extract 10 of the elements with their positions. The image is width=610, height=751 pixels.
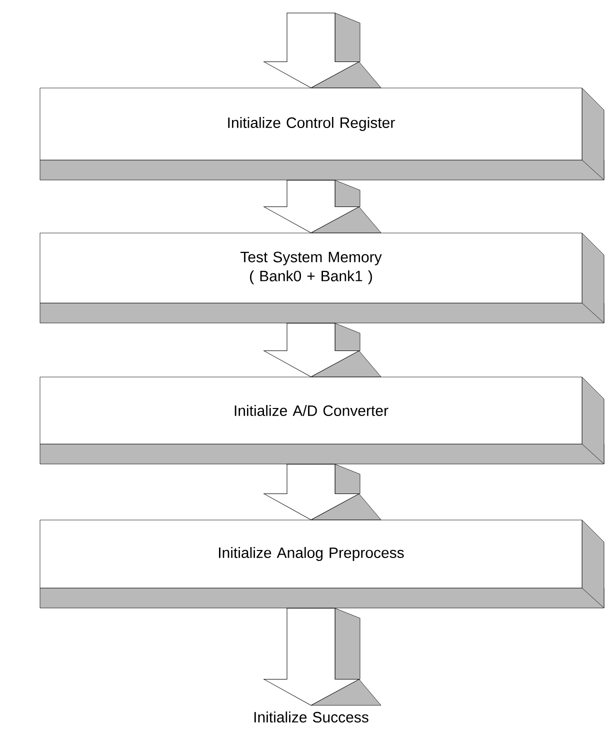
process-box: Initialize Control Register	[40, 88, 604, 180]
block-arrow	[264, 464, 360, 520]
block-arrow	[264, 12, 360, 88]
process-box: Test System Memory ( Bank0 + Bank1 )	[40, 232, 604, 324]
block-arrow	[264, 608, 360, 706]
end-label: Initialize Success	[254, 712, 368, 722]
block-arrow	[264, 180, 360, 234]
process-box: Initialize Analog Preprocess	[40, 520, 604, 608]
block-arrow	[264, 322, 360, 378]
process-box: Initialize A/D Converter	[40, 376, 604, 464]
